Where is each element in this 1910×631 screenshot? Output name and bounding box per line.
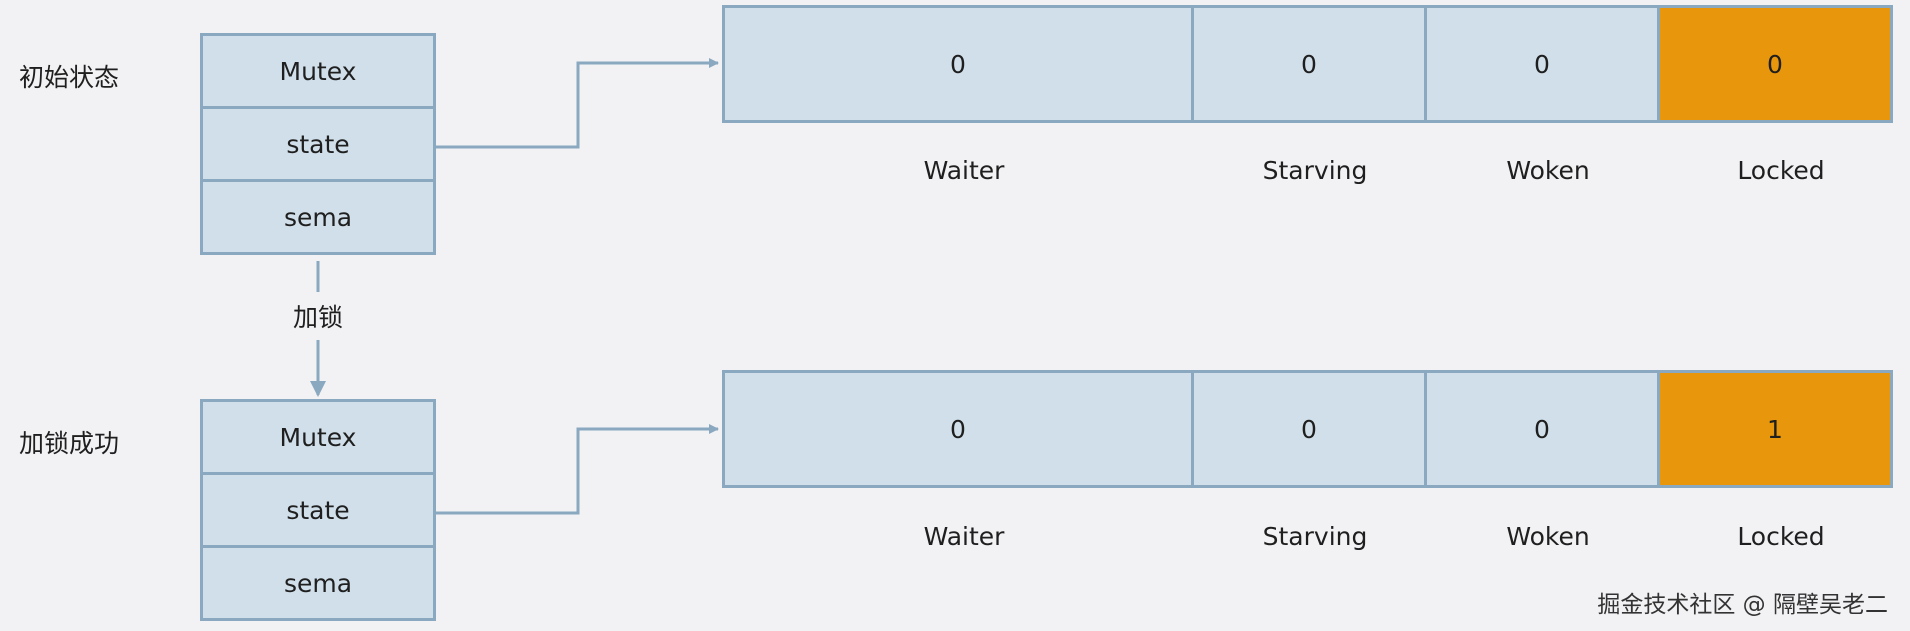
struct-field-sema: sema: [200, 182, 436, 255]
struct-field-sema: sema: [200, 548, 436, 621]
struct-field-mutex: Mutex: [200, 399, 436, 475]
bit-name-starving: Starving: [1262, 156, 1368, 185]
bit-name-starving: Starving: [1262, 522, 1368, 551]
transition-label: 加锁: [292, 303, 344, 332]
bit-name-waiter: Waiter: [923, 522, 1005, 551]
bit-locked-value: 0: [1660, 5, 1893, 123]
state-to-bits-arrow-2: [436, 424, 719, 515]
bit-starving-value: 0: [1194, 370, 1427, 488]
bit-waiter-value: 0: [722, 370, 1194, 488]
struct-field-state: state: [200, 475, 436, 548]
bit-name-woken: Woken: [1506, 522, 1590, 551]
bit-name-locked: Locked: [1737, 156, 1825, 185]
state-bits-locked: 0 0 0 1: [722, 370, 1893, 488]
watermark: 掘金技术社区 @ 隔壁吴老二: [1597, 592, 1888, 618]
bit-woken-value: 0: [1427, 370, 1660, 488]
bit-starving-value: 0: [1194, 5, 1427, 123]
state-to-bits-arrow-1: [436, 58, 719, 149]
bit-woken-value: 0: [1427, 5, 1660, 123]
struct-field-state: state: [200, 109, 436, 182]
bit-name-locked: Locked: [1737, 522, 1825, 551]
state-label-locked: 加锁成功: [19, 429, 120, 458]
bit-name-woken: Woken: [1506, 156, 1590, 185]
mutex-struct-initial: Mutex state sema: [200, 33, 436, 255]
mutex-struct-locked: Mutex state sema: [200, 399, 436, 621]
bit-name-waiter: Waiter: [923, 156, 1005, 185]
bit-waiter-value: 0: [722, 5, 1194, 123]
state-label-initial: 初始状态: [19, 63, 120, 92]
bit-locked-value: 1: [1660, 370, 1893, 488]
state-bits-initial: 0 0 0 0: [722, 5, 1893, 123]
struct-field-mutex: Mutex: [200, 33, 436, 109]
